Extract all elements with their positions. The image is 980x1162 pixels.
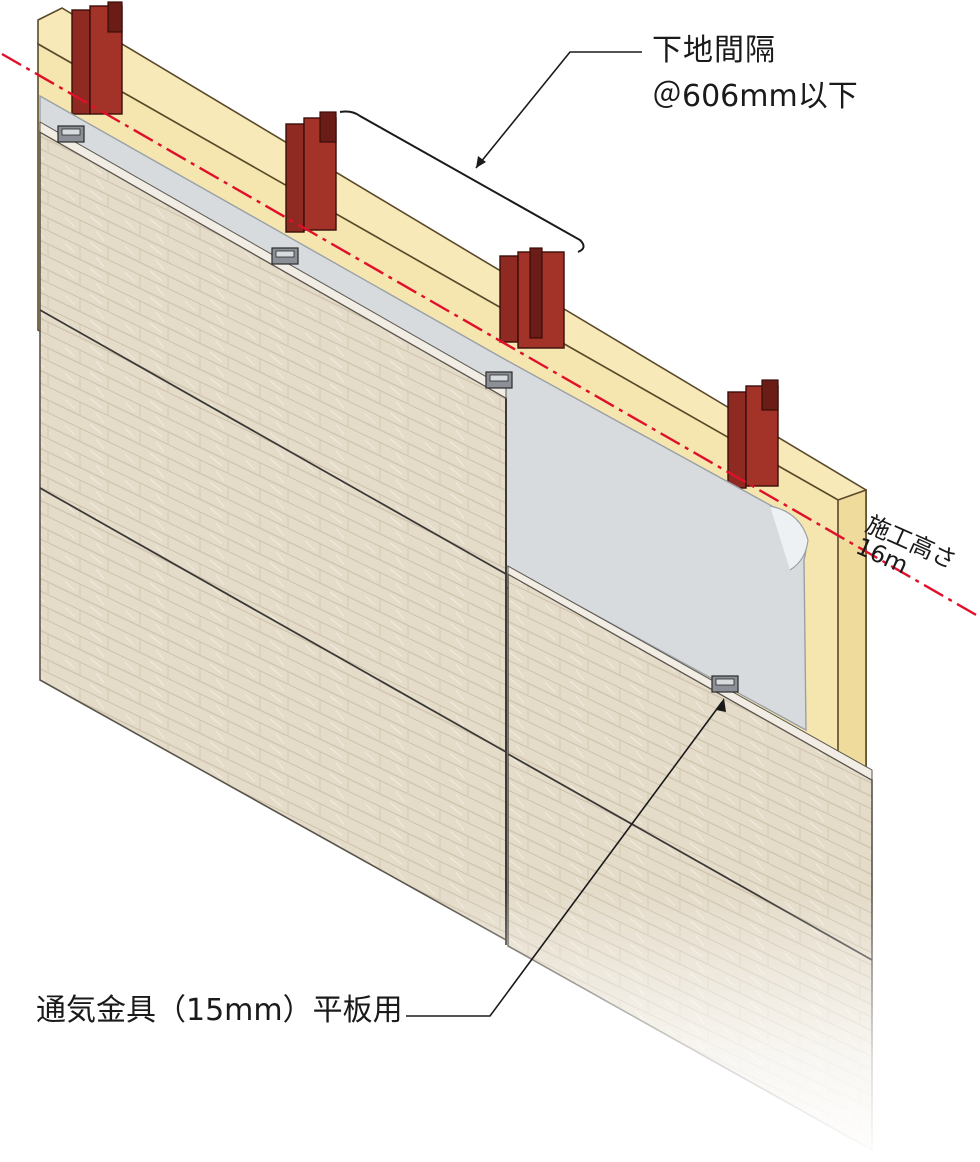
- fitting-label: 通気金具（15mm）平板用: [36, 993, 403, 1028]
- spacing-label-value: ＠606mm以下: [652, 79, 858, 114]
- steel-stud-1: [71, 1, 123, 115]
- steel-stud-3: [499, 247, 565, 349]
- spacing-leader-arrow: [476, 156, 486, 168]
- fitting-leader-arrow: [716, 698, 726, 712]
- spacing-bracket: [339, 110, 585, 253]
- siding-joint-1: [39, 309, 507, 575]
- clip-1: [57, 125, 85, 143]
- fitting-leader: [406, 701, 723, 1017]
- steel-stud-2: [285, 111, 337, 233]
- clip-3: [485, 371, 513, 389]
- clip-2: [271, 247, 299, 265]
- steel-stud-4: [727, 379, 779, 489]
- spacing-leader: [475, 51, 642, 169]
- construction-height-line: [1, 52, 979, 618]
- bottom-fade: [0, 560, 980, 1162]
- spacing-label-title: 下地間隔: [652, 33, 776, 68]
